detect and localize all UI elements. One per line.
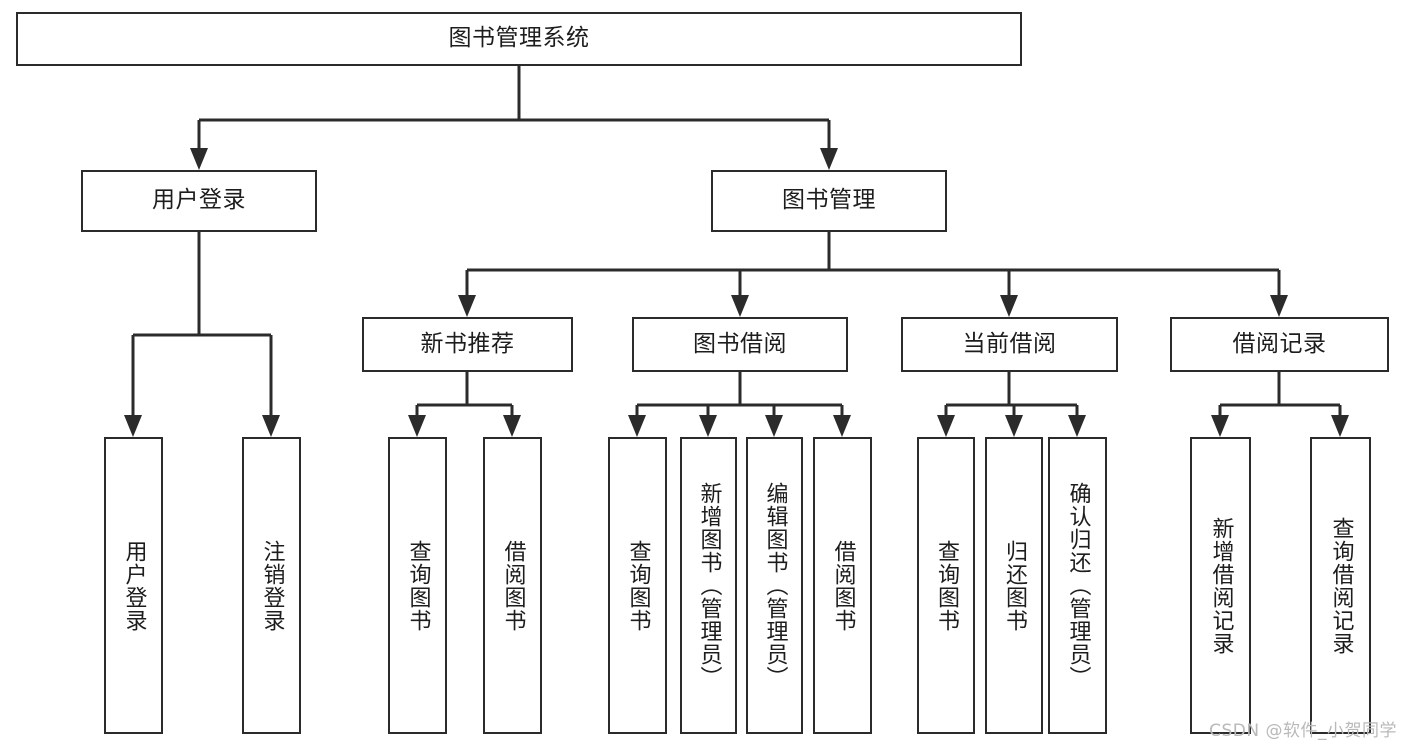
arrow-head-borrow-record [1270,295,1288,317]
node-label-leaf-borrow-book-rec: 借阅图书 [500,539,526,632]
node-leaf-edit-book-admin[interactable]: 编辑图书（管理员） [746,437,803,734]
node-label-root: 图书管理系统 [448,25,590,52]
arrow-head-leaf-borrow-book [833,415,851,437]
node-label-user-login: 用户登录 [152,187,246,214]
arrow-head-leaf-borrow-book-rec [503,415,521,437]
arrow-head-leaf-confirm-return-admin [1068,415,1086,437]
node-new-book-recommend[interactable]: 新书推荐 [362,317,573,372]
arrow-head-leaf-query-book-rec [408,415,426,437]
arrow-head-book-borrow [731,295,749,317]
arrow-head-leaf-edit-book-admin [765,415,783,437]
node-leaf-add-book-admin[interactable]: 新增图书（管理员） [680,437,737,734]
arrow-head-leaf-query-borrow-record [1331,415,1349,437]
node-label-leaf-query-book-current: 查询图书 [933,539,959,632]
node-current-borrow[interactable]: 当前借阅 [901,317,1118,372]
arrow-head-leaf-return-book [1005,415,1023,437]
node-user-login[interactable]: 用户登录 [81,170,317,232]
node-leaf-borrow-book[interactable]: 借阅图书 [813,437,872,734]
arrow-head-leaf-user-login [124,415,142,437]
node-label-book-borrow: 图书借阅 [693,330,787,357]
connectors-group [124,66,1349,437]
node-borrow-record[interactable]: 借阅记录 [1170,317,1389,372]
node-book-borrow[interactable]: 图书借阅 [632,317,848,372]
arrow-head-current-borrow [1000,295,1018,317]
node-label-leaf-borrow-book: 借阅图书 [830,539,856,632]
node-leaf-return-book[interactable]: 归还图书 [985,437,1043,734]
arrow-head-leaf-query-book-borrow [628,415,646,437]
arrow-head-user-login [190,148,208,170]
arrow-head-leaf-add-borrow-record [1211,415,1229,437]
node-label-leaf-query-book-borrow: 查询图书 [625,539,651,632]
node-label-leaf-edit-book-admin: 编辑图书（管理员） [762,482,788,689]
node-leaf-user-login[interactable]: 用户登录 [104,437,163,734]
node-label-current-borrow: 当前借阅 [962,330,1057,357]
node-label-leaf-add-borrow-record: 新增借阅记录 [1208,516,1234,655]
node-label-leaf-confirm-return-admin: 确认归还（管理员） [1065,482,1091,689]
node-leaf-query-book-borrow[interactable]: 查询图书 [608,437,667,734]
arrow-head-new-book-recommend [458,295,476,317]
arrow-head-book-management [820,148,838,170]
node-label-leaf-query-book-rec: 查询图书 [405,539,431,632]
node-label-leaf-query-borrow-record: 查询借阅记录 [1328,516,1354,655]
node-label-borrow-record: 借阅记录 [1232,330,1327,357]
node-root[interactable]: 图书管理系统 [16,12,1022,66]
node-leaf-user-logout[interactable]: 注销登录 [242,437,301,734]
node-leaf-query-borrow-record[interactable]: 查询借阅记录 [1310,437,1371,734]
node-leaf-confirm-return-admin[interactable]: 确认归还（管理员） [1048,437,1107,734]
arrow-head-leaf-add-book-admin [699,415,717,437]
node-label-leaf-return-book: 归还图书 [1001,539,1027,632]
node-label-new-book-recommend: 新书推荐 [420,330,515,357]
node-book-management[interactable]: 图书管理 [711,170,947,232]
node-label-leaf-user-login: 用户登录 [121,539,147,632]
node-label-leaf-add-book-admin: 新增图书（管理员） [696,482,722,689]
arrow-head-leaf-query-book-current [937,415,955,437]
node-label-leaf-user-logout: 注销登录 [259,539,285,632]
node-label-book-management: 图书管理 [782,187,876,214]
node-leaf-query-book-rec[interactable]: 查询图书 [388,437,447,734]
node-leaf-query-book-current[interactable]: 查询图书 [917,437,975,734]
node-leaf-add-borrow-record[interactable]: 新增借阅记录 [1190,437,1251,734]
node-leaf-borrow-book-rec[interactable]: 借阅图书 [483,437,542,734]
arrow-head-leaf-user-logout [262,415,280,437]
